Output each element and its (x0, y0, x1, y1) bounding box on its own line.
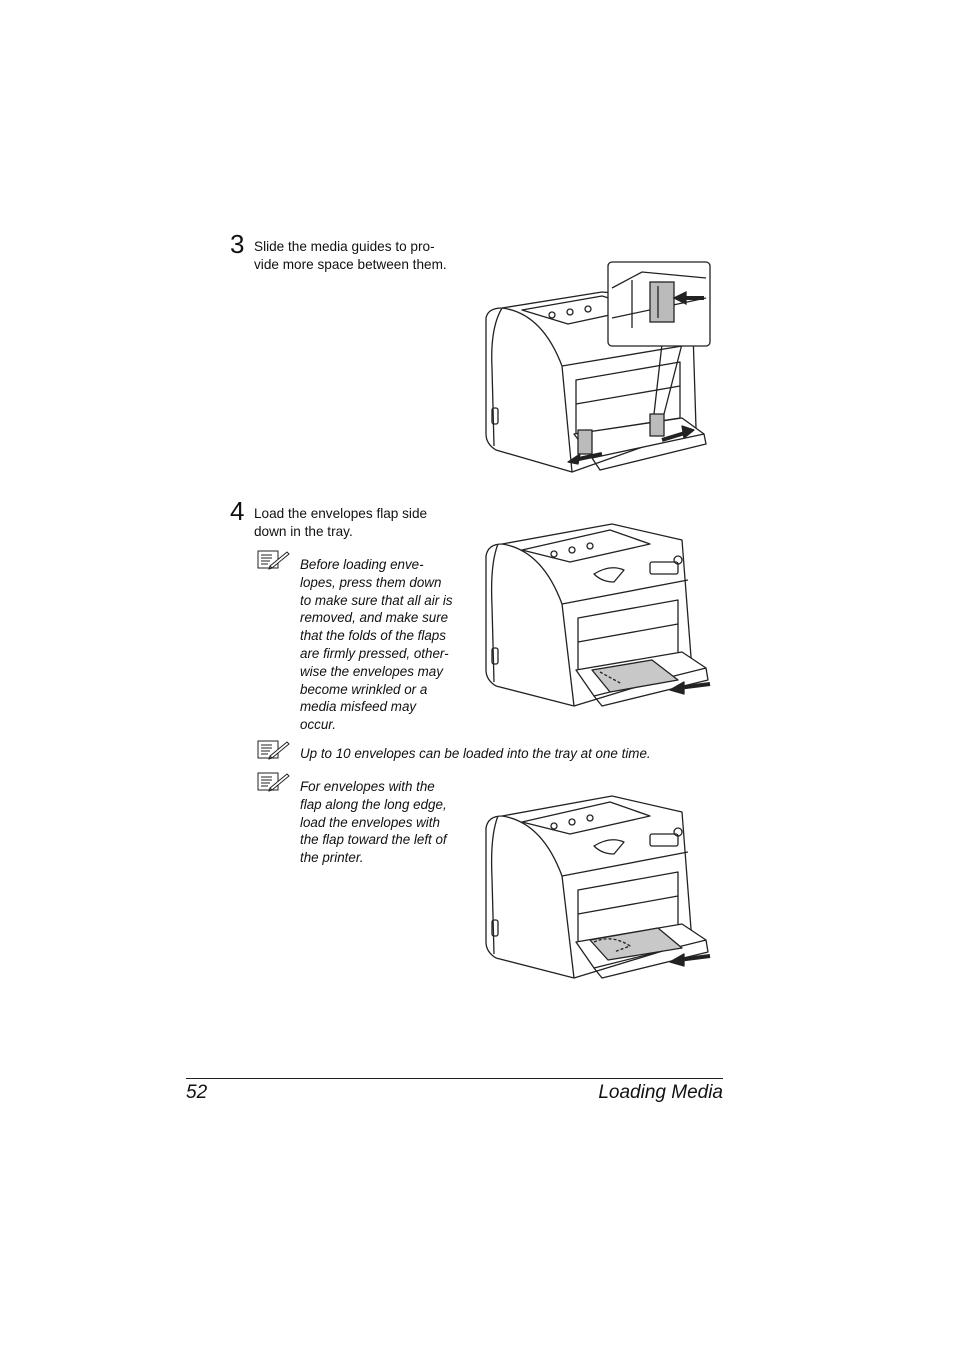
printer-media-guides-illustration (485, 261, 711, 473)
note-pencil-icon (256, 738, 290, 760)
step-4-number: 4 (230, 496, 245, 526)
footer-rule (186, 1078, 723, 1079)
step-3-text: Slide the media guides to pro-vide more … (254, 239, 447, 272)
note-1-text: Before loading enve-lopes, press them do… (300, 557, 453, 733)
note-2-text: Up to 10 envelopes can be loaded into th… (300, 746, 651, 761)
page-number: 52 (186, 1082, 208, 1103)
printer-envelope-flap-down-illustration (485, 523, 711, 707)
printer-envelope-flap-left-illustration (485, 795, 711, 979)
step-3-number: 3 (230, 229, 245, 259)
note-pencil-icon (256, 548, 290, 570)
note-pencil-icon (256, 770, 290, 792)
section-title: Loading Media (598, 1082, 723, 1103)
